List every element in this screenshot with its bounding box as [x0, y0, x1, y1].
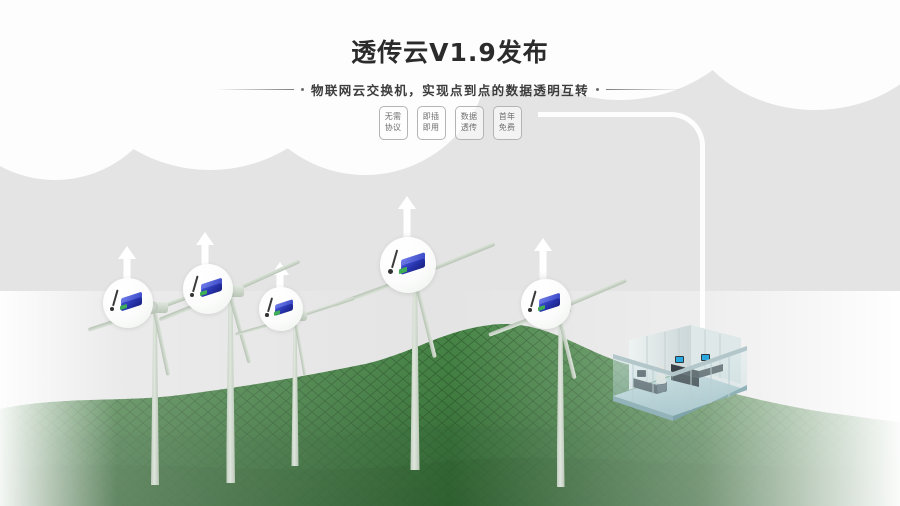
feature-badge[interactable]: 数据 透传	[454, 106, 484, 140]
badge-line-2: 免费	[498, 123, 516, 132]
feature-badge[interactable]: 即插 即用	[416, 106, 446, 140]
iot-device-bubble[interactable]	[103, 278, 153, 328]
iot-device-bubble[interactable]	[521, 279, 571, 329]
badge-line-1: 无需	[384, 112, 402, 122]
green-mesh-terrain	[0, 291, 900, 506]
badge-line-2: 透传	[460, 123, 478, 132]
badge-line-1: 数据	[460, 112, 478, 122]
iot-device-bubble[interactable]	[259, 287, 303, 331]
uplink-arrow	[196, 232, 214, 278]
uplink-arrow	[118, 246, 136, 294]
badge-line-1: 首年	[498, 112, 516, 122]
subtitle-dot-right	[596, 88, 599, 91]
iot-device-bubble[interactable]	[380, 237, 436, 293]
page-title: 透传云V1.9发布	[351, 38, 549, 67]
glass-data-center[interactable]	[595, 318, 755, 428]
feature-badge-list: 无需 协议 即插 即用 数据 透传 首年 免费	[0, 106, 900, 140]
badge-line-2: 即用	[422, 123, 440, 132]
feature-badge[interactable]: 首年 免费	[492, 106, 522, 140]
uplink-arrow	[398, 196, 416, 250]
badge-line-1: 即插	[422, 112, 440, 122]
subtitle-dot-left	[300, 88, 304, 91]
uplink-arrow	[534, 238, 552, 288]
badge-line-2: 协议	[384, 123, 402, 132]
page-subtitle: 物联网云交换机，实现点到点的数据透明互转	[310, 83, 589, 98]
subtitle-row: 物联网云交换机，实现点到点的数据透明互转	[0, 80, 900, 99]
subtitle-rule-right	[606, 89, 684, 90]
subtitle-rule-left	[215, 89, 294, 90]
iot-device-bubble[interactable]	[183, 264, 233, 314]
feature-badge[interactable]: 无需 协议	[378, 106, 408, 140]
cloud-to-datacenter-pipe	[538, 112, 705, 379]
